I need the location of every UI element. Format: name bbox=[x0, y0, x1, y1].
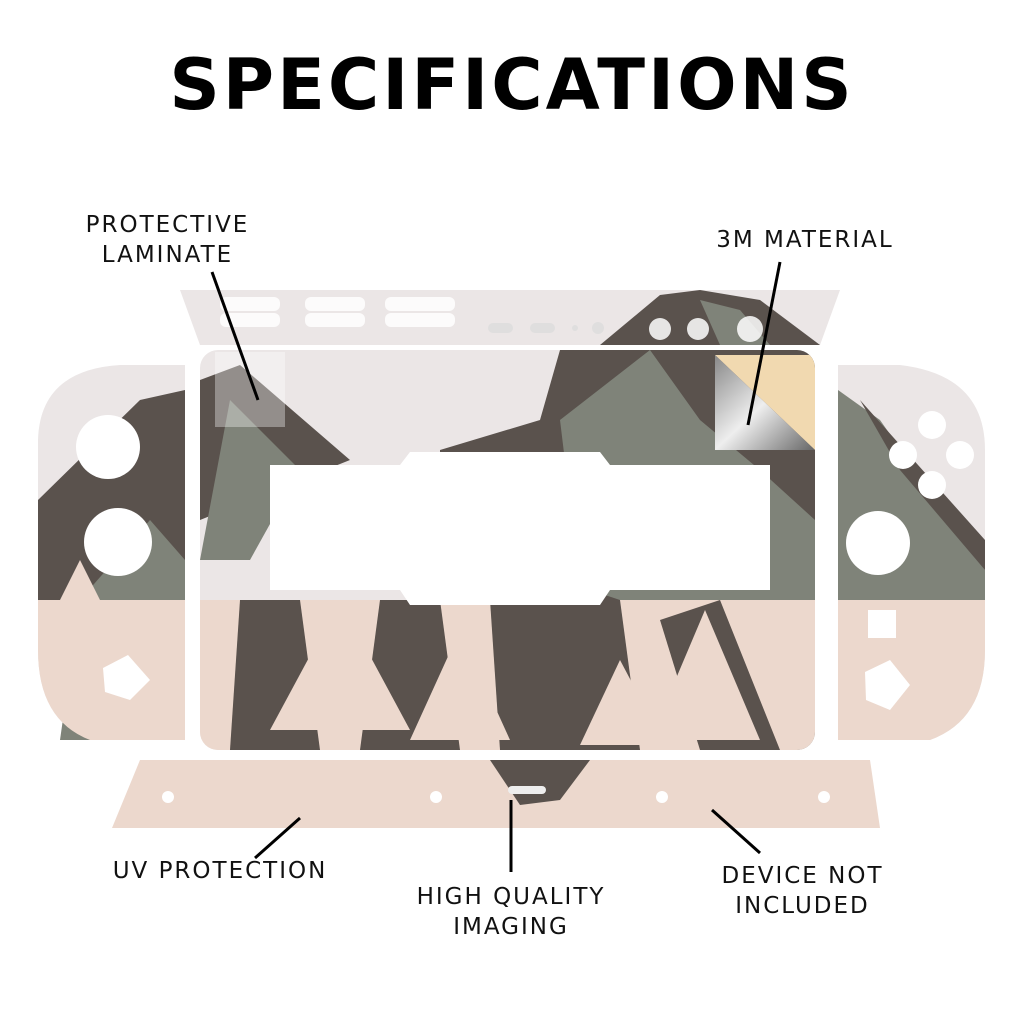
right-joycon-skin bbox=[838, 365, 985, 740]
callout-protective-laminate: PROTECTIVE LAMINATE bbox=[70, 210, 265, 270]
callout-high-quality-imaging: HIGH QUALITY IMAGING bbox=[400, 882, 622, 942]
page-title: SPECIFICATIONS bbox=[169, 44, 855, 126]
callout-3m-material: 3M MATERIAL bbox=[716, 227, 894, 253]
main-panel-skin bbox=[200, 350, 815, 750]
left-joycon-skin bbox=[38, 365, 185, 740]
callout-line-2: IMAGING bbox=[453, 914, 569, 940]
bottom-strip-skin bbox=[112, 760, 880, 828]
callout-lines bbox=[210, 261, 782, 872]
callout-line-2: INCLUDED bbox=[735, 893, 870, 919]
callout-device-not-included: DEVICE NOT INCLUDED bbox=[700, 861, 905, 921]
callout-line-2: LAMINATE bbox=[101, 242, 234, 268]
callout-uv-protection: UV PROTECTION bbox=[112, 858, 328, 884]
callout-line-1: PROTECTIVE bbox=[85, 212, 250, 238]
callout-line-1: DEVICE NOT bbox=[721, 863, 884, 889]
top-strip-skin bbox=[180, 290, 840, 345]
callout-line-1: HIGH QUALITY bbox=[416, 884, 606, 910]
